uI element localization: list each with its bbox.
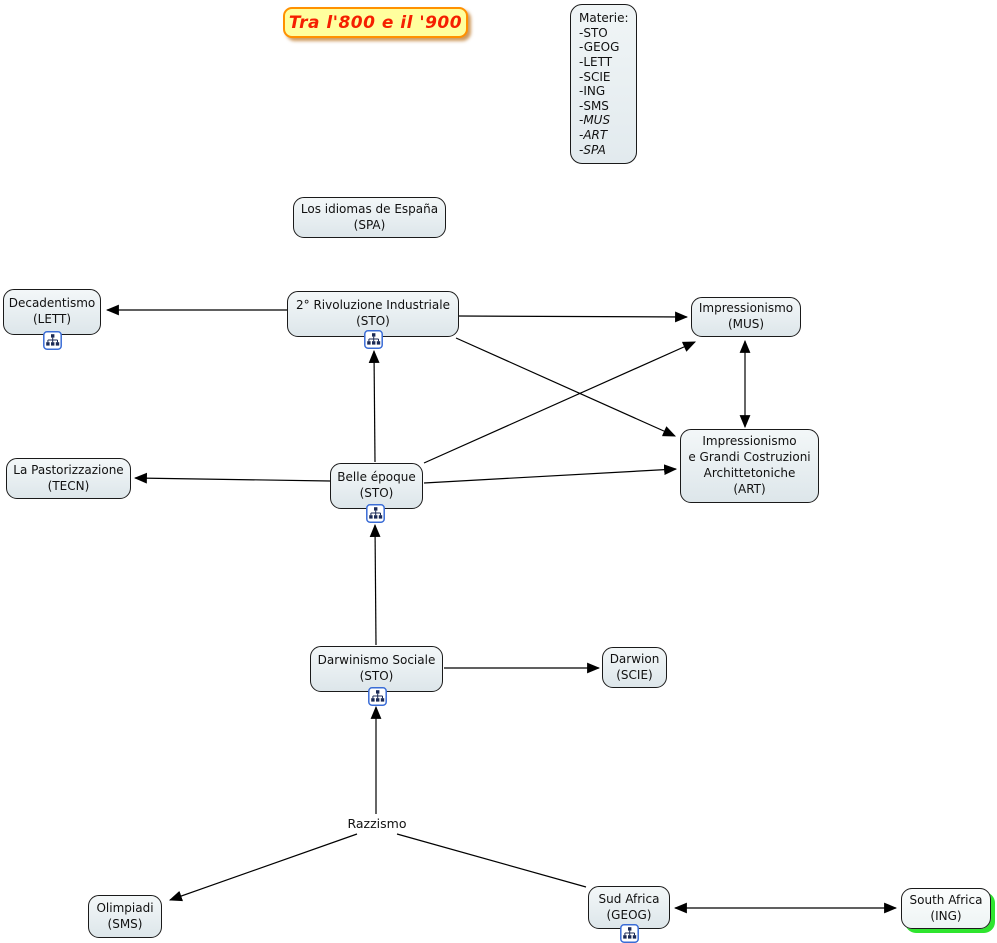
node-code: (ING) [930, 908, 962, 923]
linked-cmap-icon[interactable] [366, 504, 385, 523]
node-label: South Africa [909, 892, 983, 907]
linking-label-razzismo[interactable]: Razzismo [347, 816, 407, 831]
line-razzismo-to-sud-africa [396, 833, 587, 888]
legend-materie[interactable]: Materie: -STO -GEOG -LETT -SCIE -ING -SM… [570, 4, 637, 165]
legend-item: -ING [579, 84, 606, 99]
node-label: 2° Rivoluzione Industriale [296, 298, 450, 313]
node-label: Sud Africa [598, 891, 660, 906]
legend-item: -SPA [579, 142, 606, 157]
node-impressionismo-mus[interactable]: Impressionismo (MUS) [691, 297, 801, 337]
linked-cmap-icon[interactable] [364, 330, 383, 349]
node-label: Archittetoniche [703, 466, 796, 480]
legend-item: -MUS [579, 113, 611, 128]
node-code: (ART) [733, 481, 766, 496]
node-code: (STO) [359, 669, 394, 683]
node-south-africa[interactable]: South Africa (ING) [901, 888, 991, 929]
node-label: La Pastorizzazione [13, 462, 124, 477]
node-label: Los idiomas de España [300, 201, 439, 216]
legend-item: -SCIE [579, 69, 611, 84]
legend-heading: Materie: [579, 11, 629, 25]
node-label: Belle époque [337, 470, 416, 485]
node-code: (STO) [359, 486, 394, 500]
linked-cmap-icon[interactable] [620, 924, 639, 943]
legend-item: -LETT [579, 54, 613, 69]
linked-cmap-icon[interactable] [43, 331, 62, 350]
node-decadentismo[interactable]: Decadentismo (LETT) [3, 289, 101, 335]
node-label: Impressionismo [702, 434, 797, 449]
linked-cmap-icon[interactable] [368, 687, 387, 706]
node-belle-epoque[interactable]: Belle époque (STO) [330, 463, 423, 509]
node-label: Darwion [609, 651, 660, 666]
node-code: (STO) [356, 314, 390, 328]
legend-item: -SMS [579, 98, 609, 113]
arrow-belle-epoque-to-rivoluzione [368, 349, 380, 463]
legend-item: -GEOG [579, 40, 620, 55]
arrow-rivoluzione-to-art [455, 337, 676, 437]
node-label: Olimpiadi [96, 900, 154, 915]
node-code: (SMS) [107, 916, 143, 931]
arrow-rivoluzione-to-impressionismo-mus [458, 311, 689, 323]
legend-item: -STO [579, 25, 608, 40]
node-olimpiadi[interactable]: Olimpiadi (SMS) [88, 895, 162, 938]
node-code: (GEOG) [606, 907, 652, 922]
node-darwion[interactable]: Darwion (SCIE) [602, 647, 667, 688]
node-code: (MUS) [727, 317, 765, 331]
node-label: Impressionismo [698, 301, 794, 316]
legend-item: -ART [579, 128, 608, 142]
node-darwinismo-sociale[interactable]: Darwinismo Sociale (STO) [310, 646, 443, 692]
node-code: (SCIE) [616, 667, 653, 682]
arrow-belle-epoque-to-pastorizzazione [133, 472, 331, 484]
node-label: Decadentismo [8, 296, 96, 311]
arrow-belle-epoque-to-impressionismo-mus [423, 341, 696, 464]
node-2-rivoluzione-industriale[interactable]: 2° Rivoluzione Industriale (STO) [287, 291, 459, 337]
node-label: e Grandi Costruzioni [688, 450, 811, 465]
arrow-razzismo-to-olimpiadi [168, 833, 358, 902]
arrow-darwinismo-to-belle-epoque [369, 523, 381, 646]
arrow-belle-epoque-to-art [423, 464, 678, 484]
node-label: Darwinismo Sociale [317, 653, 436, 668]
node-code: (TECN) [47, 478, 90, 493]
node-los-idiomas-de-espana[interactable]: Los idiomas de España (SPA) [293, 197, 446, 238]
node-code: (SPA) [353, 217, 386, 232]
node-la-pastorizzazione[interactable]: La Pastorizzazione (TECN) [6, 458, 131, 499]
node-code: (LETT) [32, 312, 72, 326]
node-impressionismo-art[interactable]: Impressionismo e Grandi Costruzioni Arch… [680, 429, 819, 503]
map-title[interactable]: Tra l'800 e il '900 [283, 7, 468, 38]
node-sud-africa[interactable]: Sud Africa (GEOG) [588, 886, 670, 929]
